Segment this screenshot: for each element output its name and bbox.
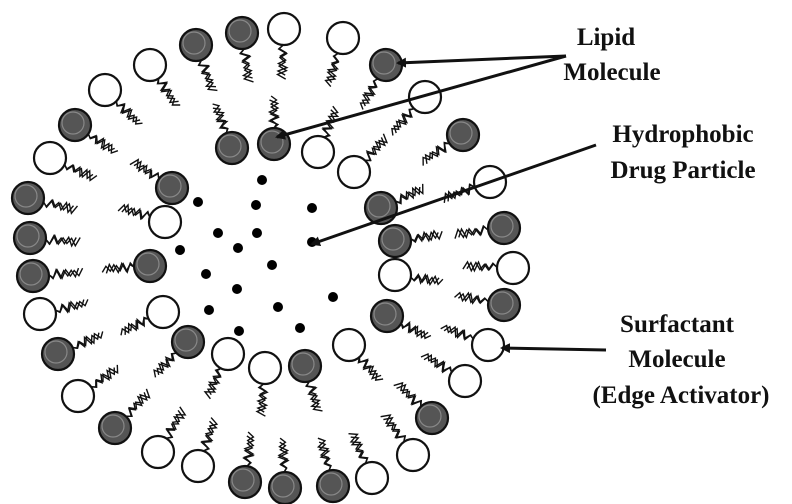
outer-tail xyxy=(327,53,338,82)
surfactant-head xyxy=(147,296,179,328)
drug-particle xyxy=(233,243,243,253)
outer-tail xyxy=(424,355,452,372)
drug-particle xyxy=(201,269,211,279)
lipid-head xyxy=(180,29,212,61)
surfactant-head xyxy=(212,338,244,370)
lipid-label-line2: Molecule xyxy=(563,59,660,86)
surfactant-head xyxy=(338,156,370,188)
surfactant-head xyxy=(302,136,334,168)
outer-tail xyxy=(166,410,183,438)
drug-label-line1: Hydrophobic xyxy=(612,121,753,148)
lipid-head xyxy=(370,49,402,81)
surfactant-head xyxy=(268,13,300,45)
surfactant-head xyxy=(497,252,529,284)
lipid-head xyxy=(12,182,44,214)
lipid-head xyxy=(317,470,349,502)
lipid-head xyxy=(488,212,520,244)
outer-tail xyxy=(363,79,378,106)
surfactant-head xyxy=(379,259,411,291)
drug-particle xyxy=(234,326,244,336)
surfactant-head xyxy=(472,329,504,361)
lipid-head xyxy=(14,222,46,254)
surfactant-head xyxy=(249,352,281,384)
drug-particle xyxy=(251,200,261,210)
lipid-head xyxy=(229,466,261,498)
lipid-head xyxy=(59,109,91,141)
lipid-head xyxy=(289,350,321,382)
drug-particle xyxy=(204,305,214,315)
inner-tail xyxy=(358,357,381,378)
lipid-head xyxy=(42,338,74,370)
drug-particle xyxy=(328,292,338,302)
drug-particle xyxy=(257,175,267,185)
surfactant-callout: Surfactant Molecule (Edge Activator) xyxy=(502,311,770,409)
inner-tail xyxy=(396,187,420,203)
outer-tail xyxy=(88,134,114,151)
drug-label-line2: Drug Particle xyxy=(610,157,755,184)
surfactant-head xyxy=(149,206,181,238)
lipid-head xyxy=(156,172,188,204)
lipid-head xyxy=(99,412,131,444)
surfactant-head xyxy=(34,142,66,174)
surfactant-head xyxy=(24,298,56,330)
surfactant-label-line2: Molecule xyxy=(628,346,725,373)
lipid-label-line1: Lipid xyxy=(577,24,635,51)
surfactant-head xyxy=(356,462,388,494)
surfactant-head xyxy=(134,49,166,81)
drug-particle xyxy=(307,203,317,213)
lipid-head xyxy=(17,260,49,292)
surfactant-head xyxy=(327,22,359,54)
surfactant-head xyxy=(333,329,365,361)
drug-particle xyxy=(193,197,203,207)
lipid-head xyxy=(258,128,290,160)
outer-tail xyxy=(397,385,422,407)
drug-particle xyxy=(273,302,283,312)
lipid-head xyxy=(172,326,204,358)
surfactant-head xyxy=(397,439,429,471)
drug-particle xyxy=(232,284,242,294)
lipid-head xyxy=(488,289,520,321)
inner-tail xyxy=(134,162,159,179)
lipid-head xyxy=(134,250,166,282)
lipid-head xyxy=(216,132,248,164)
inner-tail xyxy=(401,323,428,338)
surfactant-head xyxy=(449,365,481,397)
drug-particle-callout: Hydrophobic Drug Particle xyxy=(312,121,756,244)
surfactant-head xyxy=(142,436,174,468)
surfactant-label-line3: (Edge Activator) xyxy=(592,382,769,409)
lipid-head xyxy=(379,225,411,257)
surfactant-head xyxy=(62,380,94,412)
surfactant-head xyxy=(182,450,214,482)
drug-particle xyxy=(295,323,305,333)
lipid-arrow-inner xyxy=(277,56,566,137)
lipid-head xyxy=(416,402,448,434)
drug-particle xyxy=(267,260,277,270)
drug-particle xyxy=(252,228,262,238)
lipid-head xyxy=(269,472,301,504)
lipid-head xyxy=(447,119,479,151)
drug-particle xyxy=(175,245,185,255)
drug-particles xyxy=(175,175,338,336)
lipid-head xyxy=(371,300,403,332)
surfactant-head xyxy=(89,74,121,106)
lipid-head xyxy=(226,17,258,49)
surfactant-arrow xyxy=(502,348,606,350)
surfactant-label-line1: Surfactant xyxy=(620,311,735,338)
drug-particle xyxy=(213,228,223,238)
